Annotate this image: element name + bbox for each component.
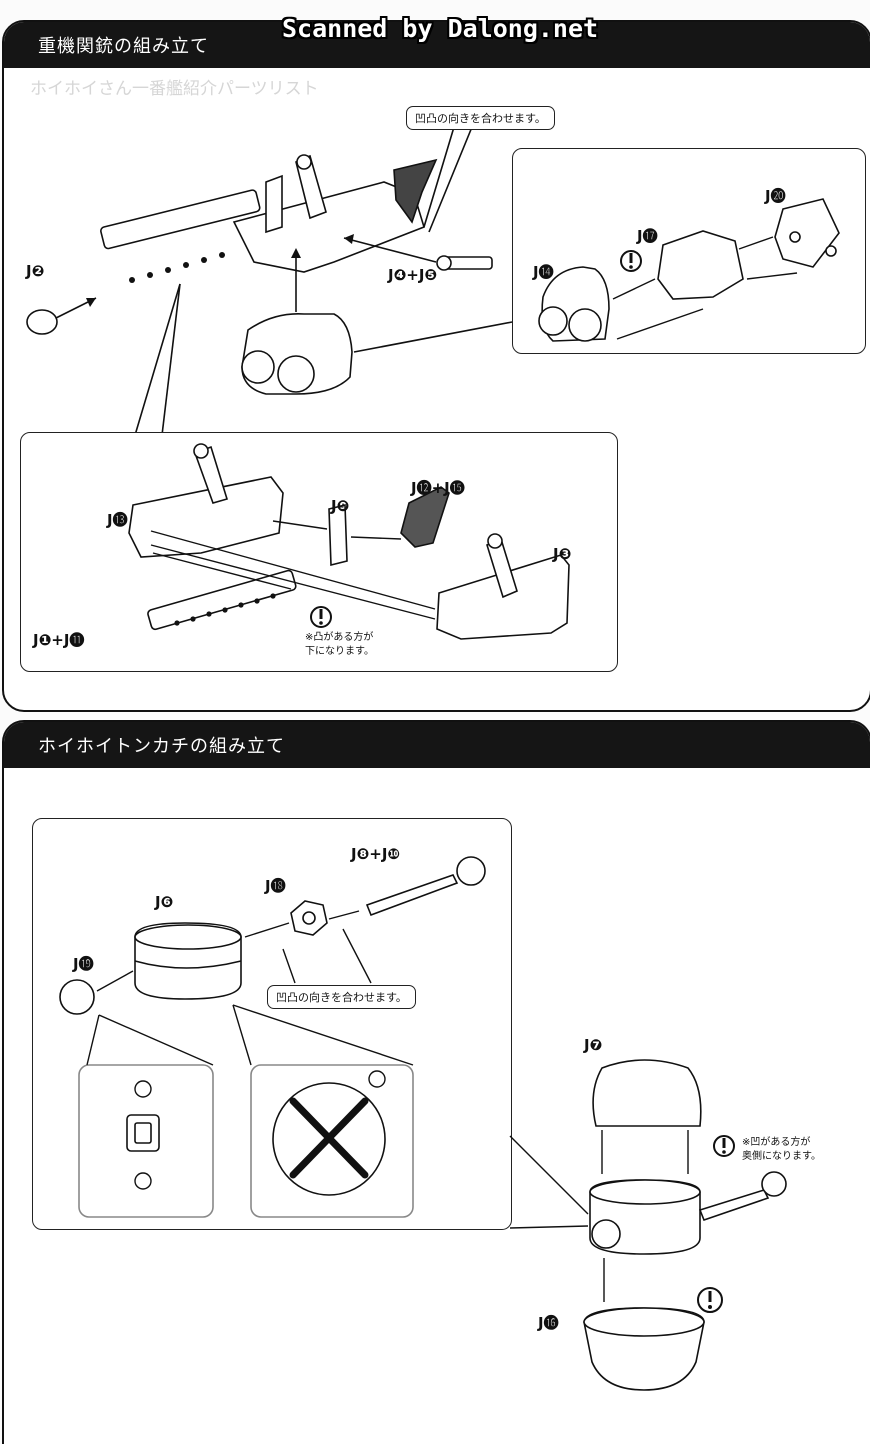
label-j16: J⓰ xyxy=(538,1314,559,1332)
note-line-1: ※凹がある方が xyxy=(742,1137,811,1148)
note-line-1: ※凸がある方が xyxy=(305,632,374,643)
arrow-icon xyxy=(343,237,437,263)
part-j20 xyxy=(774,198,840,268)
section-title: 重機関銃の組み立て xyxy=(38,36,209,57)
label-j8-j10: J❽+J❿ xyxy=(351,845,401,863)
label-j19: J⓳ xyxy=(73,955,94,973)
arrow-icon xyxy=(152,552,292,590)
arrow-icon xyxy=(746,272,798,280)
exclamation-icon xyxy=(310,606,332,628)
part-j9 xyxy=(328,503,348,567)
label-j3: J❸ xyxy=(553,545,572,563)
label-j20: J⓴ xyxy=(765,187,786,205)
label-j13: J⓭ xyxy=(107,511,128,529)
cap-part xyxy=(26,309,58,335)
arrow-icon xyxy=(244,922,290,938)
label-j14: J⓮ xyxy=(533,263,554,281)
arrow-icon xyxy=(150,530,436,610)
arrow-icon xyxy=(350,536,402,540)
label-j7: J❼ xyxy=(584,1036,603,1054)
orientation-note: ※凹がある方が 奥側になります。 xyxy=(742,1136,821,1164)
label-j9: J❾ xyxy=(331,497,350,515)
label-j12-j15: J⓬+J⓯ xyxy=(411,479,465,497)
receiver-detail-panel: J⓬+J⓯ J❾ J⓭ J❸ J❶+J⓫ ※凸がある方が 下になります。 xyxy=(20,432,618,672)
arrow-icon xyxy=(738,236,774,250)
arrow-icon xyxy=(272,520,328,530)
bleed-through-heading: ホイホイさん一番艦紹介パーツリスト xyxy=(30,79,319,99)
part-j7 xyxy=(592,1059,702,1127)
part-j13 xyxy=(128,476,284,558)
arrowhead xyxy=(86,298,96,307)
label-j1-j11: J❶+J⓫ xyxy=(33,631,85,649)
exclamation-icon xyxy=(713,1135,735,1157)
label-j2: J❷ xyxy=(26,262,45,280)
receiver-part xyxy=(232,181,425,273)
hammer-assembly-section: ホイホイトンカチの組み立て xyxy=(2,720,870,1444)
label-j17: J⓱ xyxy=(637,227,658,245)
hammer-head-detail-panel: J❽+J❿ J⓲ J❻ J⓳ 凹凸の向きを合わせます。 xyxy=(32,818,512,1230)
note-line-2: 下になります。 xyxy=(305,646,374,657)
label-j18: J⓲ xyxy=(265,877,286,895)
gun-assembly-illustration xyxy=(26,126,513,453)
arrow-icon xyxy=(150,544,436,620)
note-line-2: 奥側になります。 xyxy=(742,1151,821,1162)
part-j12-j15 xyxy=(400,486,450,548)
arrow-icon xyxy=(96,970,134,992)
align-callout: 凹凸の向きを合わせます。 xyxy=(406,106,555,130)
exclamation-icon xyxy=(697,1287,723,1313)
label-j6: J❻ xyxy=(155,893,174,911)
base-detail-panel: J⓴ J⓱ J⓮ xyxy=(512,148,866,354)
orientation-note: ※凸がある方が 下になります。 xyxy=(305,631,374,659)
part-j19 xyxy=(59,979,95,1015)
hammer-assembly-illustration xyxy=(509,1059,787,1391)
watermark-text: Scanned by Dalong.net xyxy=(282,14,599,43)
part-j8-j10 xyxy=(365,874,459,917)
align-callout: 凹凸の向きを合わせます。 xyxy=(267,985,416,1009)
part-j17 xyxy=(657,230,744,300)
section-title: ホイホイトンカチの組み立て xyxy=(38,736,285,757)
section-header: ホイホイトンカチの組み立て xyxy=(4,722,870,768)
barrel-part xyxy=(100,189,261,250)
machine-gun-assembly-section: 重機関銃の組み立て ホイホイさん一番艦紹介パーツリスト xyxy=(2,20,870,712)
label-j4-j5: J❹+J❺ xyxy=(388,266,438,284)
part-j1-j11 xyxy=(147,569,297,631)
alignment-mark-icon xyxy=(134,1070,386,1190)
exclamation-icon xyxy=(620,250,642,272)
section-header: 重機関銃の組み立て xyxy=(4,22,870,68)
